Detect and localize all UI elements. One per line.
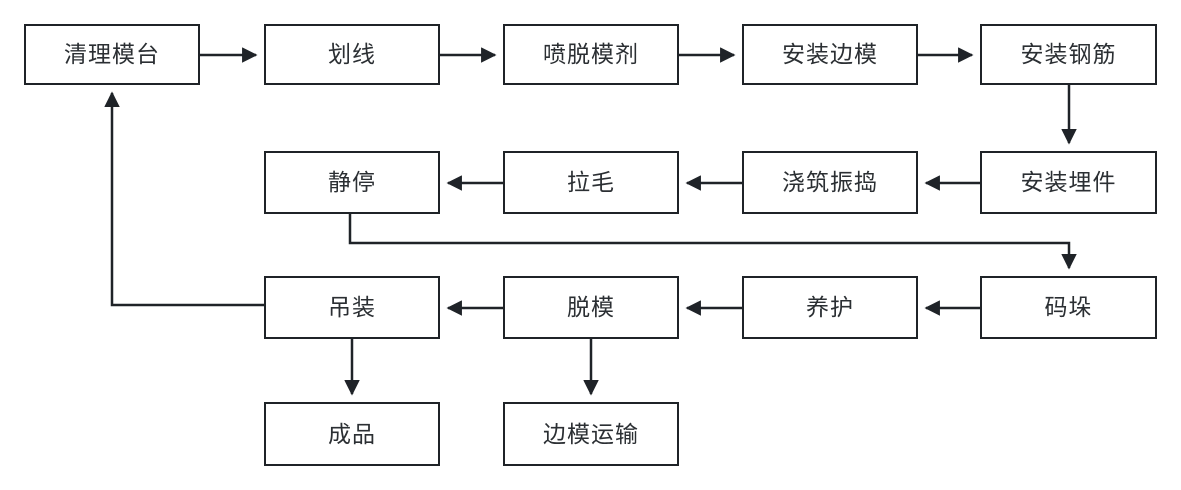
edge-jingting-to-maduo	[348, 214, 1077, 270]
node-lamao[interactable]: 拉毛	[503, 151, 679, 214]
node-huaxian[interactable]: 划线	[264, 24, 440, 85]
node-yanghu[interactable]: 养护	[742, 276, 918, 339]
node-tuomo[interactable]: 脱模	[503, 276, 679, 339]
node-chengpin[interactable]: 成品	[264, 402, 440, 466]
node-diaozhuang[interactable]: 吊装	[264, 276, 440, 339]
node-anzhuangmaijian[interactable]: 安装埋件	[980, 151, 1157, 214]
node-pentuomoji[interactable]: 喷脱模剂	[503, 24, 679, 85]
node-anzhuangbianmo[interactable]: 安装边模	[742, 24, 918, 85]
node-jingting[interactable]: 静停	[264, 151, 440, 214]
edge-diaozhuang-to-qinglimotai-feedback	[104, 91, 264, 307]
node-bianmoyunshu[interactable]: 边模运输	[503, 402, 679, 466]
node-qinglimotai[interactable]: 清理模台	[24, 24, 200, 85]
node-anzhuanggangjin[interactable]: 安装钢筋	[980, 24, 1157, 85]
node-maduo[interactable]: 码垛	[980, 276, 1157, 339]
node-jiaozhuzhendao[interactable]: 浇筑振捣	[742, 151, 918, 214]
